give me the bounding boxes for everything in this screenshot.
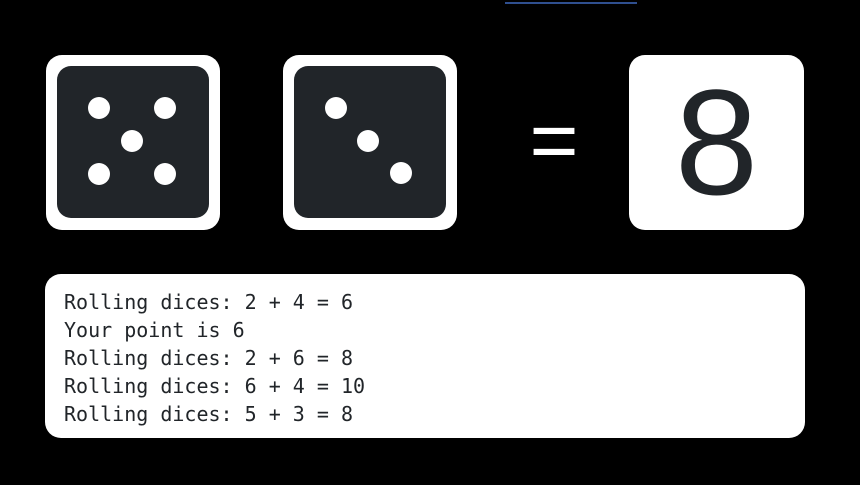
log-line-4: Rolling dices: 6 + 4 = 10	[64, 374, 366, 398]
die-pip	[325, 97, 347, 119]
die-pip	[154, 97, 176, 119]
die-pip	[154, 163, 176, 185]
log-line-3: Rolling dices: 2 + 6 = 8	[64, 346, 353, 370]
die-left-face	[57, 66, 209, 218]
log-line-5: Rolling dices: 5 + 3 = 8	[64, 402, 353, 426]
die-pip	[88, 97, 110, 119]
die-pip	[121, 130, 143, 152]
die-pip	[390, 162, 412, 184]
die-pip	[357, 130, 379, 152]
top-link-underline[interactable]	[505, 0, 637, 4]
die-right	[283, 55, 457, 230]
log-line-1: Rolling dices: 2 + 4 = 6	[64, 290, 353, 314]
sum-display: 8	[629, 55, 804, 230]
roll-log: Rolling dices: 2 + 4 = 6 Your point is 6…	[45, 274, 805, 438]
equals-sign: =	[529, 93, 579, 187]
die-left	[46, 55, 220, 230]
log-line-2: Your point is 6	[64, 318, 245, 342]
die-pip	[88, 163, 110, 185]
die-right-face	[294, 66, 446, 218]
